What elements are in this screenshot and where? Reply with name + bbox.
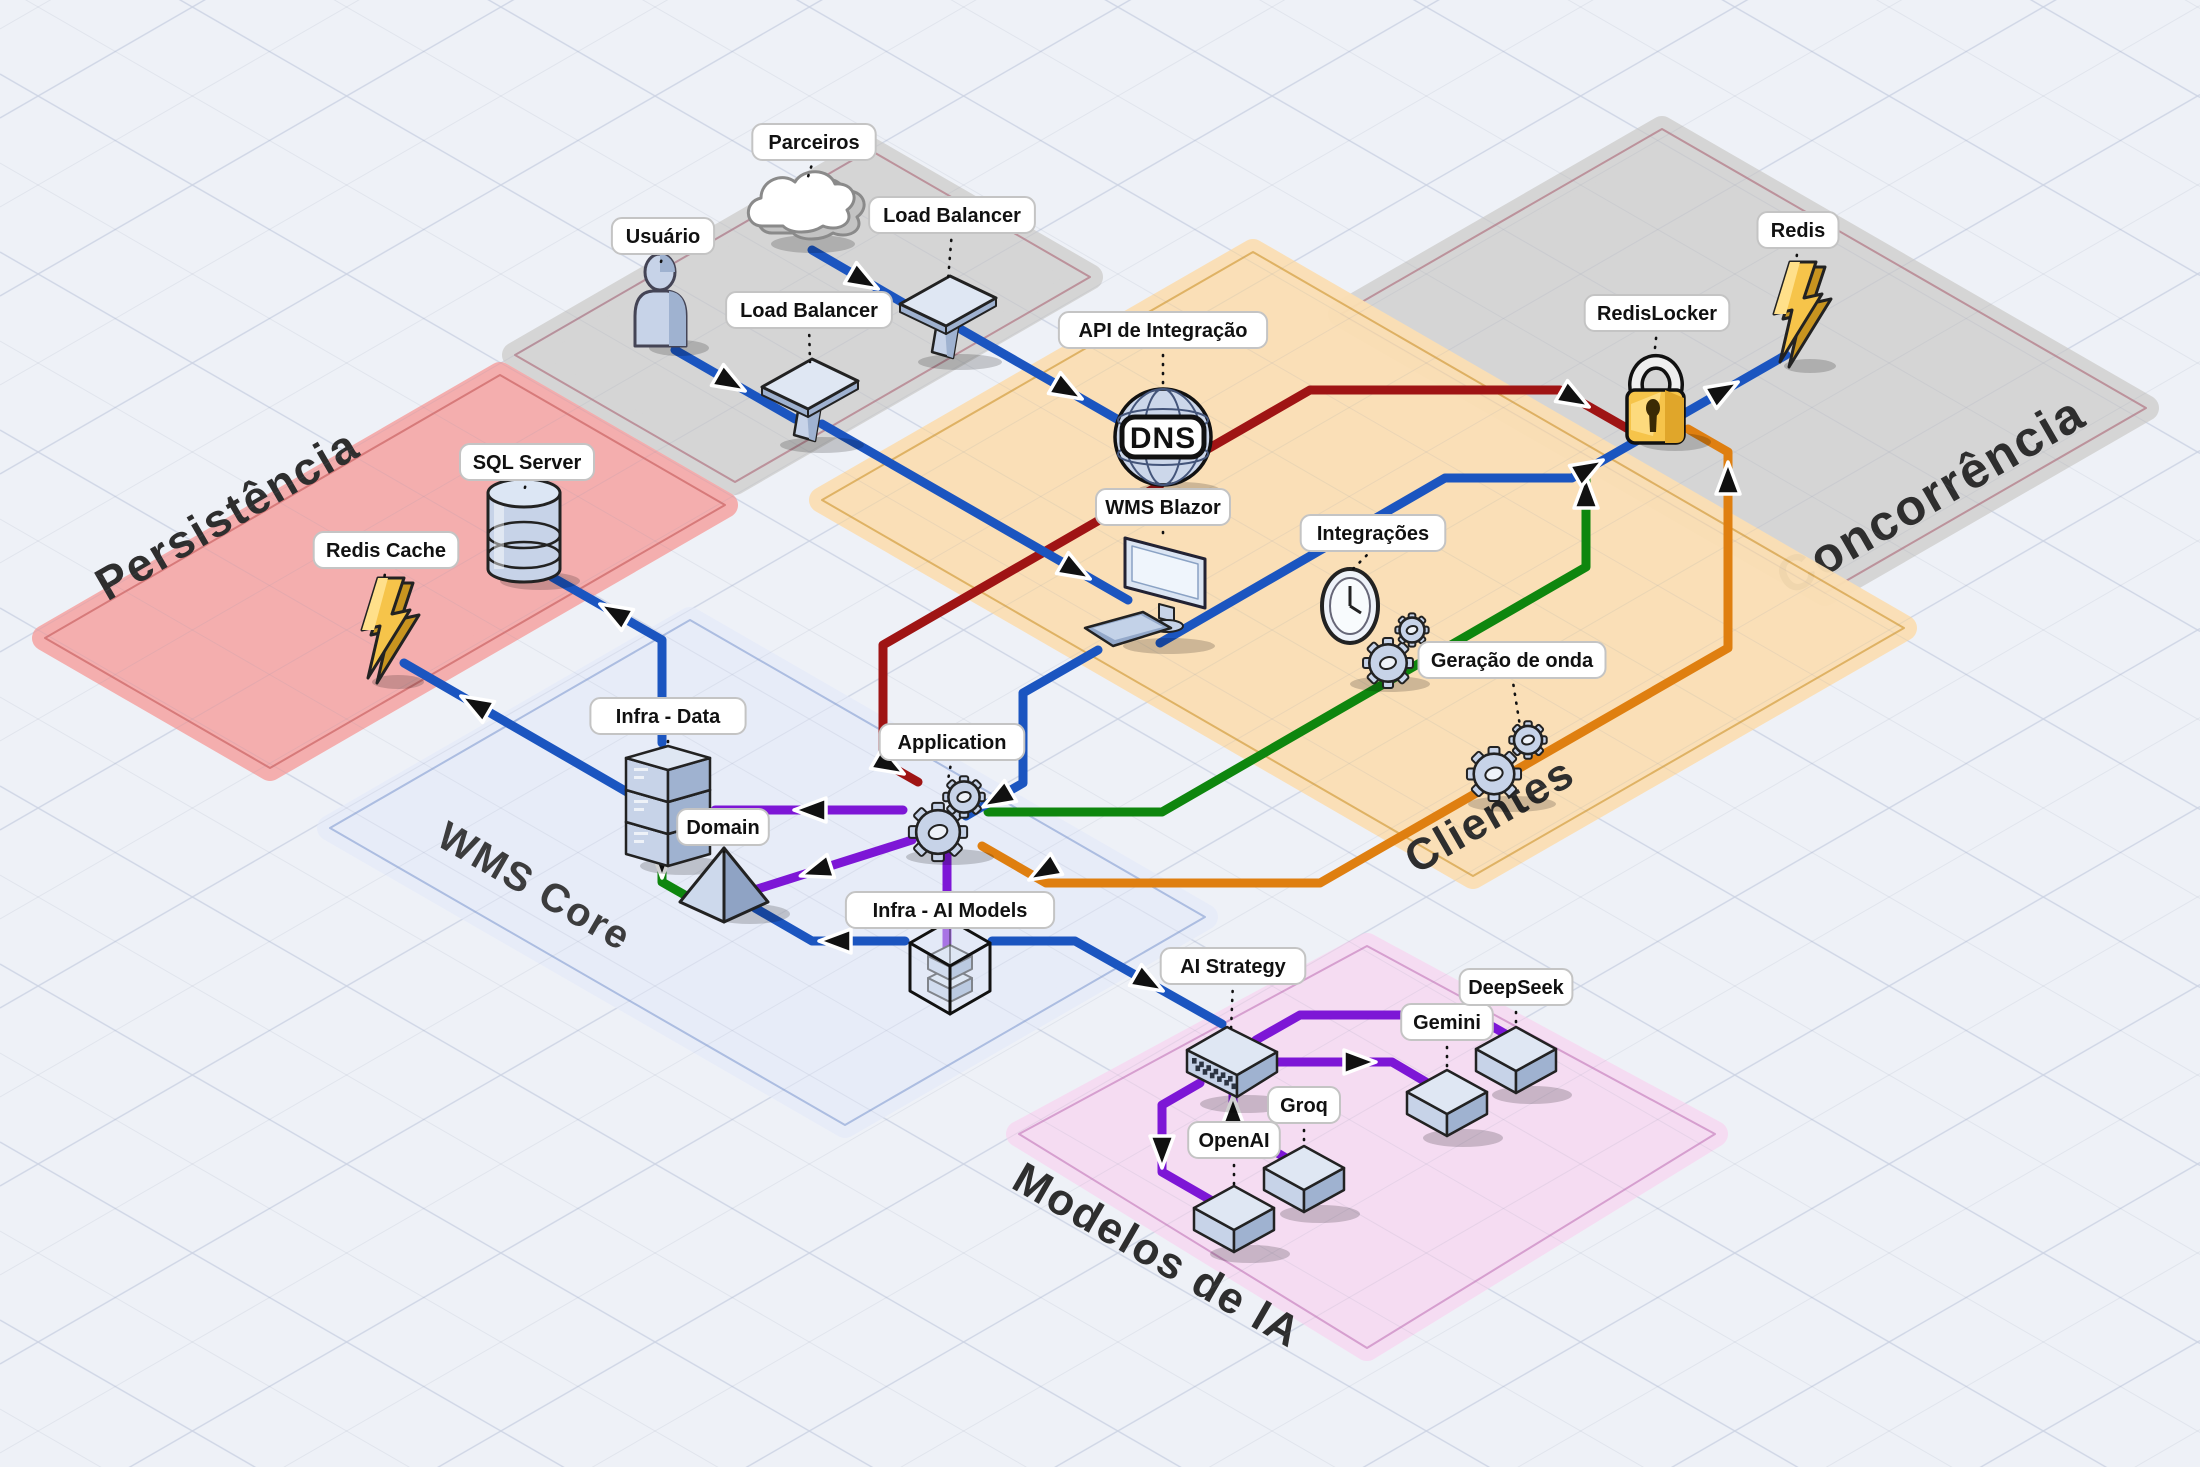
label-parceiros: Parceiros: [751, 123, 877, 182]
edge-aistrategy-gemini: [1271, 1048, 1441, 1093]
edge-application-geracao-redislocker: [977, 424, 1742, 888]
svg-text:API de Integração: API de Integração: [1079, 320, 1248, 342]
edge-lb-wmsblazor: [817, 419, 1133, 605]
node-geracao-onda: [1465, 720, 1556, 812]
svg-text:Redis Cache: Redis Cache: [326, 540, 446, 562]
label-groq: Groq: [1267, 1086, 1341, 1148]
label-application: Application: [878, 723, 1026, 782]
label-ai-strategy: AI Strategy: [1159, 947, 1307, 1032]
arrowhead: [1567, 458, 1605, 489]
edge-application-domain: [743, 835, 917, 897]
svg-text:Infra - Data: Infra - Data: [616, 706, 721, 728]
label-lb-lower: Load Balancer: [725, 291, 893, 364]
arrowhead: [1702, 380, 1740, 411]
label-usuario: Usuário: [610, 217, 716, 264]
arrowhead: [1572, 474, 1600, 510]
node-redis-cache: [360, 576, 424, 689]
svg-text:Load Balancer: Load Balancer: [740, 300, 878, 322]
label-api-integracao: API de Integração: [1057, 311, 1269, 390]
edge-aimodels-aistrategy: [987, 936, 1227, 1029]
label-infra-ai-models: Infra - AI Models: [844, 891, 1056, 929]
arrowhead: [1148, 1134, 1176, 1170]
svg-text:Integrações: Integrações: [1317, 523, 1429, 545]
svg-text:SQL Server: SQL Server: [473, 452, 582, 474]
arrowhead: [798, 852, 837, 880]
edge-usuario-lb: [670, 345, 800, 424]
arrowhead: [981, 778, 1019, 809]
node-redis: [1772, 260, 1836, 373]
edge-dns-application: [868, 480, 1165, 787]
label-wms-blazor: WMS Blazor: [1095, 488, 1231, 542]
label-sql-server: SQL Server: [459, 443, 595, 494]
svg-text:RedisLocker: RedisLocker: [1597, 303, 1717, 325]
edge-application-redislocker: [983, 467, 1600, 817]
node-openai: [1192, 1184, 1290, 1263]
label-geracao-onda: Geração de onda: [1417, 641, 1607, 728]
svg-text:DNS: DNS: [1130, 422, 1196, 455]
arrowhead: [1714, 460, 1742, 496]
node-wms-blazor: [1083, 536, 1215, 654]
label-integracoes: Integrações: [1299, 514, 1447, 572]
label-infra-data: Infra - Data: [589, 697, 747, 750]
arrowhead: [842, 260, 880, 291]
node-integracoes: [1320, 567, 1430, 692]
svg-text:Usuário: Usuário: [626, 226, 700, 248]
svg-text:Gemini: Gemini: [1413, 1012, 1481, 1034]
node-lb-upper: [898, 274, 1002, 370]
node-redislocker: [1625, 353, 1711, 451]
svg-text:Redis: Redis: [1771, 220, 1825, 242]
label-redislocker: RedisLocker: [1583, 294, 1731, 350]
arrowhead: [1046, 370, 1084, 401]
node-usuario: [633, 252, 709, 356]
arrowhead: [1127, 962, 1165, 993]
svg-text:OpenAI: OpenAI: [1198, 1130, 1269, 1152]
arrowhead: [1054, 550, 1092, 581]
label-lb-upper: Load Balancer: [868, 196, 1036, 282]
svg-text:Domain: Domain: [686, 817, 759, 839]
edges-layer: [399, 245, 1791, 1207]
node-domain: [678, 846, 790, 924]
arrowhead: [1342, 1048, 1378, 1076]
label-deepseek: DeepSeek: [1458, 968, 1574, 1030]
label-gemini: Gemini: [1400, 1003, 1494, 1072]
label-redis-cache: Redis Cache: [312, 531, 460, 582]
arrowhead: [817, 927, 853, 955]
arrowhead: [1553, 378, 1591, 409]
arrowhead: [1027, 851, 1065, 882]
edge-aistrategy-openai: [1148, 1078, 1219, 1207]
arrowhead: [459, 694, 497, 725]
node-infra-ai-models: [908, 918, 992, 1016]
arrowhead: [792, 796, 828, 824]
label-openai: OpenAI: [1187, 1121, 1281, 1188]
svg-text:Geração de onda: Geração de onda: [1431, 650, 1594, 672]
arrowhead: [709, 362, 747, 393]
arrowhead: [598, 602, 636, 633]
svg-text:Infra - AI Models: Infra - AI Models: [873, 900, 1028, 922]
edge-dns-redislocker: [1201, 378, 1635, 455]
edge-aistrategy-deepseek: [1251, 1010, 1521, 1045]
edge-lb-dns: [957, 325, 1127, 427]
svg-text:Load Balancer: Load Balancer: [883, 205, 1021, 227]
label-redis: Redis: [1756, 211, 1840, 264]
node-parceiros: [746, 170, 866, 253]
svg-text:DeepSeek: DeepSeek: [1468, 977, 1564, 999]
svg-text:Groq: Groq: [1280, 1095, 1328, 1117]
svg-text:Application: Application: [898, 732, 1007, 754]
svg-text:Parceiros: Parceiros: [768, 132, 859, 154]
edge-aimodels-domain: [750, 903, 910, 955]
node-groq: [1262, 1144, 1360, 1223]
svg-text:WMS Blazor: WMS Blazor: [1105, 497, 1221, 519]
node-application: [906, 775, 994, 865]
node-deepseek: [1474, 1025, 1572, 1104]
node-lb-lower: [760, 357, 864, 453]
nodes-layer: DNS: [360, 170, 1836, 1263]
node-gemini: [1405, 1068, 1503, 1147]
svg-text:AI Strategy: AI Strategy: [1180, 956, 1286, 978]
label-domain: Domain: [676, 808, 770, 854]
edge-infradata-rediscache: [399, 658, 632, 797]
